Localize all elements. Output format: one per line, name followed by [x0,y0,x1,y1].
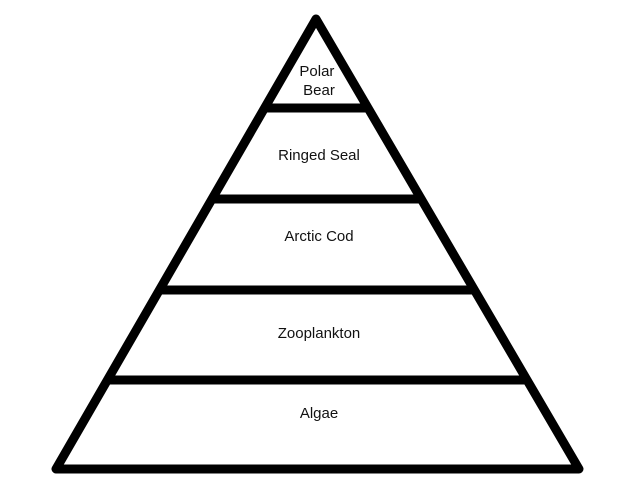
tier-label-polar-bear: Polar Bear [299,63,338,99]
tier-label-ringed-seal: Ringed Seal [278,147,360,164]
tier-label-zooplankton: Zooplankton [278,325,361,342]
tier-label-algae: Algae [300,405,338,422]
tier-label-arctic-cod: Arctic Cod [284,228,353,245]
tier-label-polar-bear-line-2: Bear [303,82,335,99]
pyramid-outline [51,14,584,474]
tier-label-polar-bear-line-1: Polar [299,63,334,80]
